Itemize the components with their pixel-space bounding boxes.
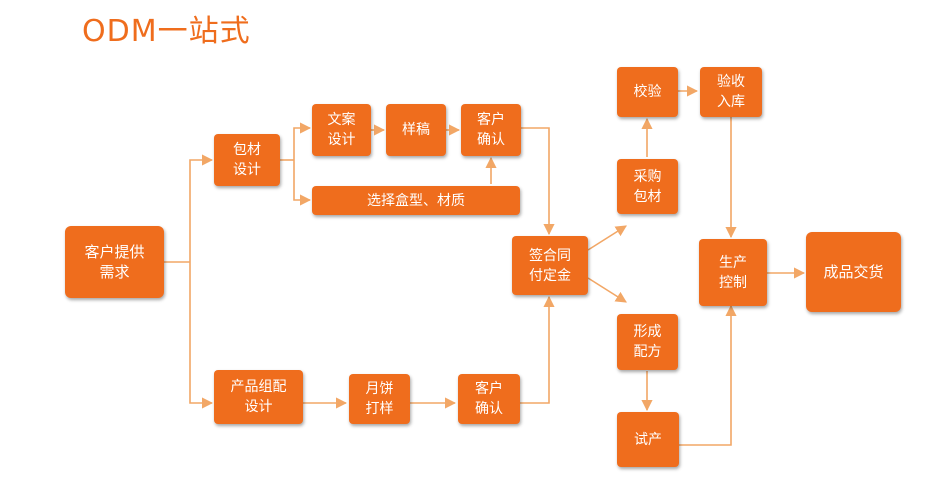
arrow-to-copy-design [293,122,312,160]
node-inspection: 校验 [617,67,678,117]
arrow-confirm-top-to-contract [521,127,555,236]
arrow-contract-to-purchase [587,225,627,251]
arrow-confirm-bottom-to-contract [520,295,555,404]
node-customer-needs: 客户提供 需求 [65,226,164,298]
node-production-control: 生产 控制 [699,239,767,306]
node-trial-production: 试产 [617,412,679,467]
node-packaging-design: 包材 设计 [214,134,280,186]
node-copy-design: 文案 设计 [312,104,371,156]
arrow-to-select-box [293,160,312,206]
node-customer-confirm-bottom: 客户 确认 [458,374,520,424]
node-delivery: 成品交货 [806,232,901,312]
node-select-box-material: 选择盒型、材质 [312,186,520,215]
node-customer-confirm-top: 客户 确认 [461,104,521,156]
page-title: ODM一站式 [82,14,251,49]
node-purchase-packaging: 采购 包材 [617,159,678,214]
node-product-combo-design: 产品组配 设计 [214,370,303,424]
arrow-trial-to-production [679,304,737,446]
arrow-to-packaging-design [189,154,214,262]
node-acceptance-storage: 验收 入库 [700,67,762,117]
node-formulation: 形成 配方 [617,314,678,370]
node-mooncake-sample: 月饼 打样 [349,374,410,424]
arrow-to-product-combo [189,262,214,409]
node-sign-contract: 签合同 付定金 [512,236,588,295]
node-draft-sample: 样稿 [386,104,446,156]
arrow-contract-to-formulation [587,277,627,303]
